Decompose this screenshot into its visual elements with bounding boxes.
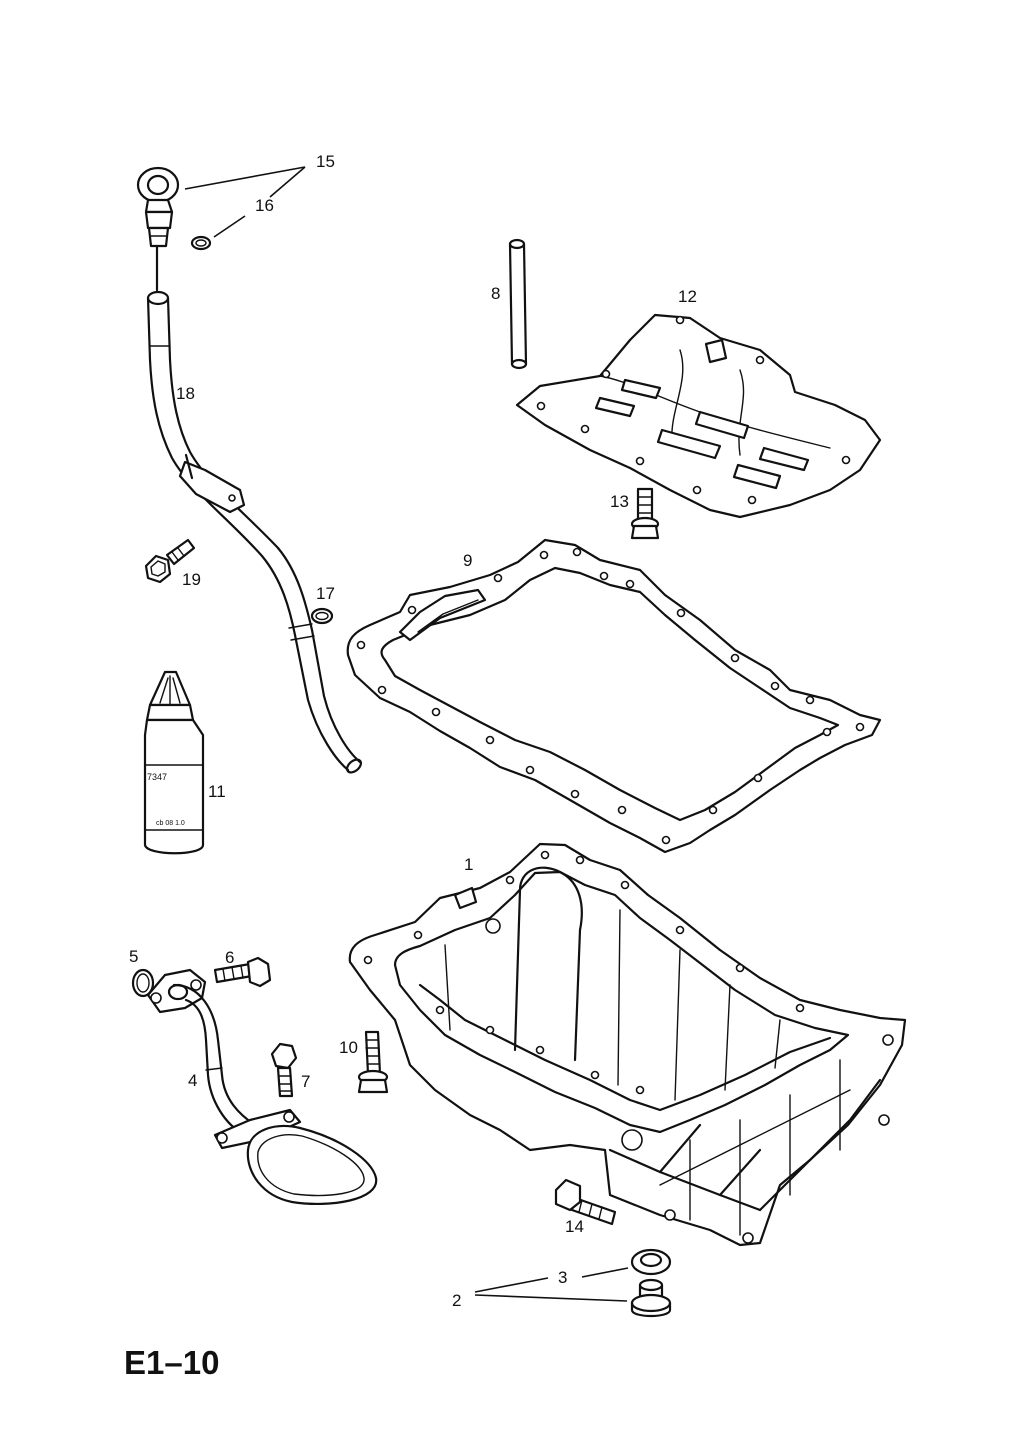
callout-2: 2	[452, 1291, 461, 1310]
oil-pickup-pipe	[146, 968, 378, 1205]
leader-lines	[184, 166, 629, 1302]
callout-9: 9	[463, 551, 472, 570]
callout-numbers: 1 2 3 4 5 6 7 8 9 10 11 12 13 14 15 16 1…	[129, 152, 697, 1310]
callout-4: 4	[188, 1071, 197, 1090]
callout-14: 14	[565, 1217, 584, 1236]
tube-seal-ring	[310, 607, 334, 625]
callout-13: 13	[610, 492, 629, 511]
oil-baffle-plate	[515, 313, 882, 519]
callout-19: 19	[182, 570, 201, 589]
callout-10: 10	[339, 1038, 358, 1057]
callout-1: 1	[464, 855, 473, 874]
callout-7: 7	[301, 1072, 310, 1091]
dowel-tube	[508, 238, 528, 370]
pickup-bracket-bolt	[270, 1042, 298, 1098]
callout-17: 17	[316, 584, 335, 603]
dipstick-guide-tube	[146, 290, 363, 774]
callout-16: 16	[255, 196, 274, 215]
oil-pan	[348, 842, 907, 1247]
dipstick-handle	[136, 166, 180, 292]
bottle-code: 7347	[147, 772, 167, 782]
drain-plug-washer	[630, 1248, 672, 1276]
callout-3: 3	[558, 1268, 567, 1287]
callout-12: 12	[678, 287, 697, 306]
callout-5: 5	[129, 947, 138, 966]
pan-long-bolt	[357, 1030, 389, 1094]
drain-plug	[630, 1278, 672, 1318]
baffle-bolt	[630, 487, 660, 540]
bracket-bolt	[144, 538, 196, 584]
pan-bolt	[554, 1178, 617, 1226]
pickup-seal-ring	[131, 968, 155, 998]
callout-15: 15	[316, 152, 335, 171]
callout-11: 11	[208, 782, 226, 801]
sealant-bottle: 7347 cb 08 1.0	[143, 670, 205, 855]
callout-8: 8	[491, 284, 500, 303]
callout-6: 6	[225, 948, 234, 967]
oil-pan-gasket	[346, 538, 882, 854]
callout-18: 18	[176, 384, 195, 403]
bottle-subtext: cb 08 1.0	[156, 820, 185, 827]
diagram-id-label: E1–10	[124, 1344, 219, 1381]
dipstick-seal-ring	[190, 235, 212, 251]
pickup-flange-bolt	[213, 956, 272, 988]
